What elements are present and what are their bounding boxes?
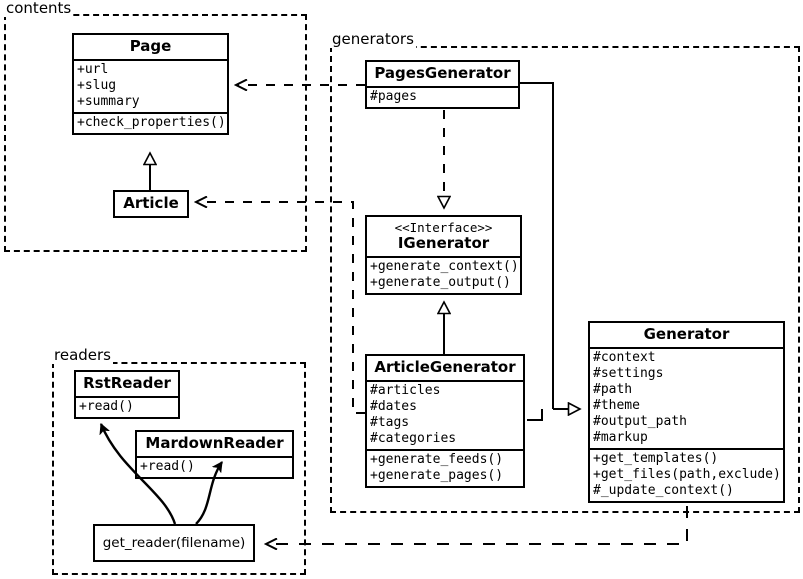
attribute: #settings xyxy=(593,366,664,381)
class-name-mardownreader: MardownReader xyxy=(145,434,284,452)
operation: +generate_feeds() xyxy=(370,452,504,467)
class-attributes-pagesgenerator: #pages xyxy=(367,86,518,107)
operation: +get_files(path,exclude) xyxy=(593,467,781,482)
attribute: +url xyxy=(77,62,109,77)
package-frame-contents xyxy=(4,14,307,252)
attribute: #dates xyxy=(370,399,417,414)
operation: +get_templates() xyxy=(593,451,719,466)
class-name-generator: Generator xyxy=(643,325,730,343)
attribute: #categories xyxy=(370,431,457,446)
package-frame-readers xyxy=(52,362,306,575)
package-label-readers: readers xyxy=(52,346,113,364)
class-name-pagesgenerator: PagesGenerator xyxy=(374,64,511,82)
operation: +generate_output() xyxy=(370,275,511,290)
class-name-article: Article xyxy=(123,194,179,212)
operation: +generate_context() xyxy=(370,259,519,274)
class-attributes-page: +url +slug +summary xyxy=(74,59,227,112)
class-box-pagesgenerator[interactable]: PagesGenerator #pages xyxy=(365,60,520,109)
attribute: #tags xyxy=(370,415,410,430)
operation: +generate_pages() xyxy=(370,468,504,483)
class-operations-generator: +get_templates() +get_files(path,exclude… xyxy=(590,448,783,501)
class-name-rstreader: RstReader xyxy=(83,374,171,392)
class-operations-articlegenerator: +generate_feeds() +generate_pages() xyxy=(367,449,523,486)
attribute: #context xyxy=(593,350,656,365)
package-label-contents: contents xyxy=(4,0,74,17)
operation: +check_properties() xyxy=(77,115,226,130)
operation: +read() xyxy=(79,399,134,414)
class-box-page[interactable]: Page +url +slug +summary +check_properti… xyxy=(72,33,229,135)
class-name-igenerator: <<Interface>> IGenerator xyxy=(367,217,520,256)
attribute: #path xyxy=(593,382,633,397)
class-operations-rstreader: +read() xyxy=(76,396,178,417)
attribute: #markup xyxy=(593,430,648,445)
class-attributes-generator: #context #settings #path #theme #output_… xyxy=(590,347,783,448)
package-label-generators: generators xyxy=(330,30,416,48)
attribute: +summary xyxy=(77,94,140,109)
class-name-page: Page xyxy=(129,37,172,55)
attribute: #output_path xyxy=(593,414,687,429)
class-name-articlegenerator: ArticleGenerator xyxy=(374,358,516,376)
operation: +read() xyxy=(140,459,195,474)
function-label: get_reader(filename) xyxy=(102,535,246,551)
attribute: #pages xyxy=(370,89,417,104)
function-box-get-reader[interactable]: get_reader(filename) xyxy=(93,524,255,562)
class-operations-page: +check_properties() xyxy=(74,112,227,133)
class-box-igenerator[interactable]: <<Interface>> IGenerator +generate_conte… xyxy=(365,215,522,295)
class-operations-mardownreader: +read() xyxy=(137,456,292,477)
class-box-rstreader[interactable]: RstReader +read() xyxy=(74,370,180,419)
attribute: #articles xyxy=(370,383,441,398)
class-box-mardownreader[interactable]: MardownReader +read() xyxy=(135,430,294,479)
class-box-generator[interactable]: Generator #context #settings #path #them… xyxy=(588,321,785,503)
operation: #_update_context() xyxy=(593,483,734,498)
class-box-article[interactable]: Article xyxy=(113,190,189,218)
class-stereotype-igenerator: <<Interface>> xyxy=(394,220,493,235)
class-attributes-articlegenerator: #articles #dates #tags #categories xyxy=(367,380,523,449)
class-operations-igenerator: +generate_context() +generate_output() xyxy=(367,256,520,293)
class-name-text: IGenerator xyxy=(397,234,490,252)
class-box-articlegenerator[interactable]: ArticleGenerator #articles #dates #tags … xyxy=(365,354,525,488)
attribute: #theme xyxy=(593,398,640,413)
attribute: +slug xyxy=(77,78,117,93)
